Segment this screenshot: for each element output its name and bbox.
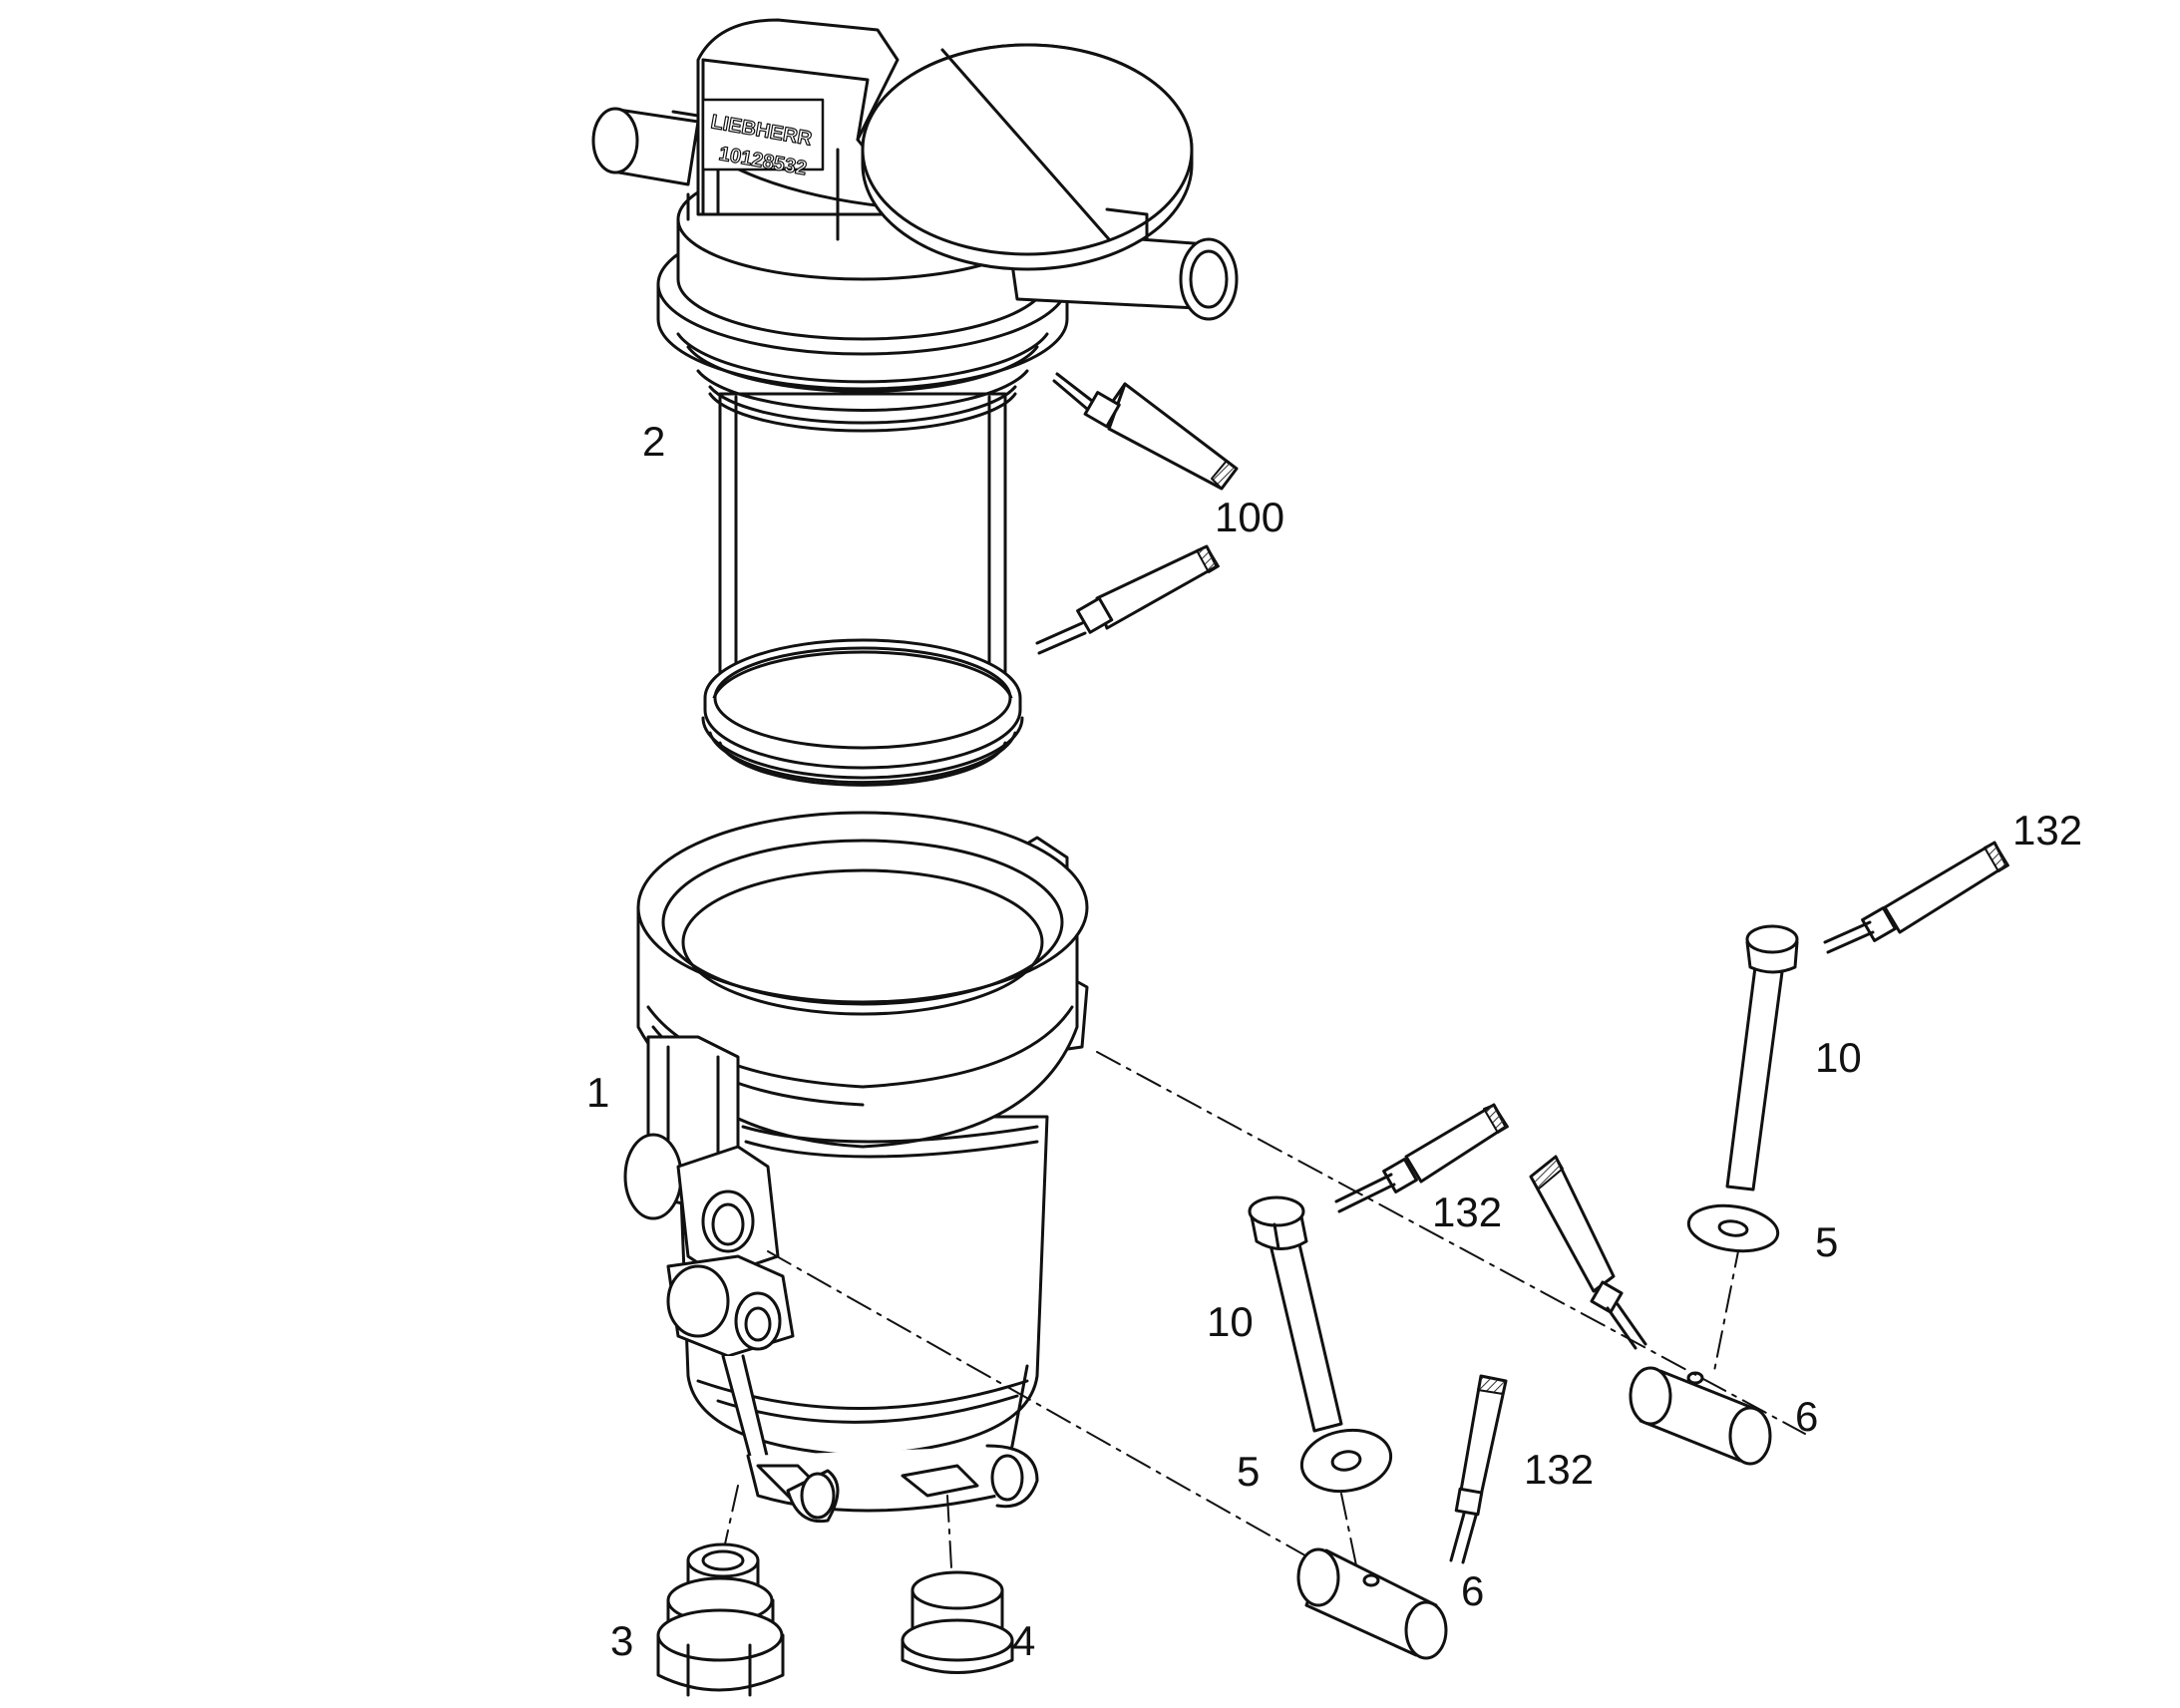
- washer-right: [1686, 1203, 1780, 1253]
- grease-tube-lower: [1035, 544, 1220, 655]
- housing-label-plate: LIEBHERR 10128532: [701, 98, 825, 180]
- adhesive-tube-center: [1334, 1103, 1509, 1213]
- callout-fitting: 3: [610, 1617, 634, 1664]
- callout-plug: 4: [1012, 1617, 1036, 1664]
- nut-right: [1629, 1366, 1772, 1466]
- adhesive-tube-lower: [1449, 1374, 1508, 1564]
- screw-plug: [901, 1570, 1014, 1674]
- callout-nut-left: 6: [1461, 1567, 1485, 1614]
- filter-housing: [623, 811, 1089, 1524]
- callout-washer-left: 5: [1237, 1448, 1261, 1495]
- callout-filter-element: 2: [642, 418, 666, 465]
- callout-washer-right: 5: [1815, 1218, 1839, 1265]
- bolt-right: [1725, 924, 1799, 1192]
- callout-bolt-right: 10: [1815, 1034, 1862, 1081]
- bolt-left: [1248, 1196, 1343, 1433]
- washer-left: [1299, 1428, 1393, 1494]
- filter-element: LIEBHERR 10128532: [591, 18, 1239, 787]
- callout-adhesive-top-right: 132: [2012, 807, 2083, 854]
- nut-left: [1296, 1547, 1448, 1660]
- callout-bolt-left: 10: [1207, 1298, 1254, 1345]
- callout-nut-right: 6: [1795, 1393, 1819, 1440]
- adhesive-tube-top-right: [1823, 841, 2009, 954]
- adhesive-tube-center-vertical: [1529, 1155, 1647, 1350]
- callout-grease-upper: 100: [1215, 494, 1285, 540]
- grease-tube-upper: [1052, 372, 1239, 491]
- callout-adhesive-left-bottom: 132: [1524, 1446, 1595, 1493]
- threaded-fitting: [656, 1542, 785, 1697]
- callout-housing: 1: [586, 1069, 610, 1116]
- callout-adhesive-center: 132: [1432, 1189, 1503, 1235]
